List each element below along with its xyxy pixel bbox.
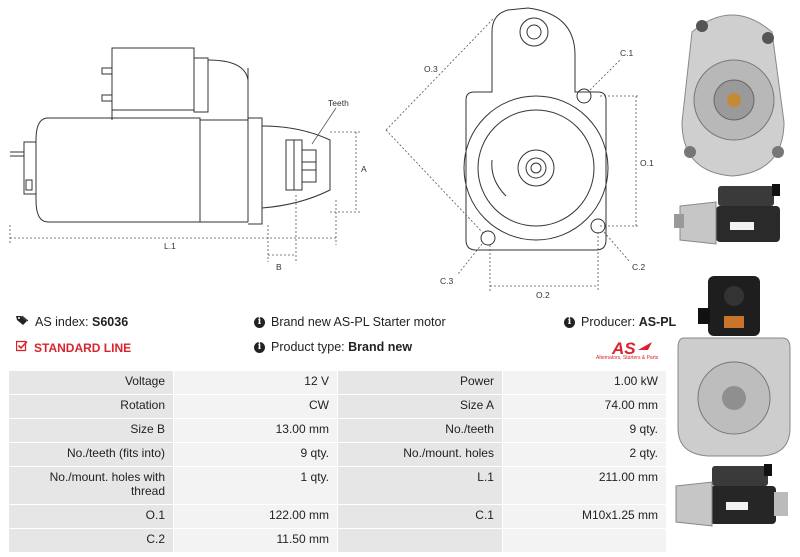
spec-label: Size B bbox=[8, 418, 174, 443]
standard-line-text: STANDARD LINE bbox=[34, 340, 132, 355]
spec-value: 9 qty. bbox=[173, 442, 338, 467]
as-pl-logo: AS bbox=[611, 339, 652, 358]
producer: i Producer: AS-PL bbox=[564, 315, 676, 329]
teeth-label: Teeth bbox=[328, 98, 349, 108]
dim-o1-label: O.1 bbox=[640, 158, 654, 168]
as-index-label: AS index: bbox=[35, 315, 89, 329]
producer-label: Producer: bbox=[581, 315, 636, 329]
product-type-label: Product type: bbox=[271, 340, 345, 354]
producer-value: AS-PL bbox=[638, 315, 677, 329]
standard-line: STANDARD LINE bbox=[15, 340, 132, 355]
dim-c1-label: C.1 bbox=[620, 48, 634, 58]
spec-label: Size A bbox=[336, 394, 503, 419]
spec-label: Power bbox=[336, 370, 503, 395]
spec-value: 2 qty. bbox=[501, 442, 668, 467]
product-type: i Product type: Brand new bbox=[254, 340, 412, 354]
spec-label: C.2 bbox=[8, 528, 174, 553]
front-view bbox=[463, 7, 609, 251]
spec-label: No./teeth (fits into) bbox=[8, 442, 174, 467]
spec-value: M10x1.25 mm bbox=[501, 504, 668, 529]
spec-value: 122.00 mm bbox=[173, 504, 338, 529]
spec-value: CW bbox=[173, 394, 338, 419]
product-photo-front[interactable] bbox=[672, 2, 798, 184]
logo-tagline: Alternators, Starters & Parts bbox=[596, 355, 659, 361]
dim-c2-label: C.2 bbox=[632, 262, 646, 272]
spec-label: No./mount. holes with thread bbox=[8, 466, 174, 505]
spec-value: 1 qty. bbox=[173, 466, 338, 505]
logo-mark: AS bbox=[611, 339, 636, 358]
dim-o2-label: O.2 bbox=[536, 290, 550, 300]
spec-label bbox=[336, 528, 503, 553]
product-type-value: Brand new bbox=[348, 340, 413, 354]
technical-drawing: Teeth A L.1 B O.3 C.1 O.1 C.2 C.3 O.2 bbox=[9, 7, 654, 300]
as-index-value: S6036 bbox=[92, 315, 129, 329]
dimension-lines bbox=[9, 17, 640, 292]
spec-label: C.1 bbox=[336, 504, 503, 529]
product-photo-rear[interactable] bbox=[672, 268, 798, 460]
spec-label: Voltage bbox=[8, 370, 174, 395]
teeth-leader bbox=[311, 107, 337, 145]
dim-b-label: B bbox=[276, 262, 282, 272]
info-icon: i bbox=[254, 341, 265, 353]
dim-l1-label: L.1 bbox=[164, 241, 176, 251]
spec-value bbox=[501, 528, 668, 553]
as-index: AS index: S6036 bbox=[16, 315, 128, 329]
product-photo-side[interactable] bbox=[672, 182, 798, 252]
spec-value: 12 V bbox=[173, 370, 338, 395]
checkbox-icon bbox=[15, 340, 28, 355]
spec-row: No./teeth (fits into)9 qty.No./mount. ho… bbox=[8, 442, 668, 467]
dim-a-label: A bbox=[361, 164, 367, 174]
dim-o3-label: O.3 bbox=[424, 64, 438, 74]
description-text: Brand new AS-PL Starter motor bbox=[271, 315, 446, 329]
product-photo-side-2[interactable] bbox=[672, 462, 798, 538]
product-description: i Brand new AS-PL Starter motor bbox=[254, 315, 446, 329]
spec-label: L.1 bbox=[336, 466, 503, 505]
spec-label: O.1 bbox=[8, 504, 174, 529]
product-photos bbox=[672, 0, 800, 557]
info-icon: i bbox=[564, 316, 575, 328]
spec-value: 9 qty. bbox=[501, 418, 668, 443]
spec-value: 211.00 mm bbox=[501, 466, 668, 505]
spec-value: 13.00 mm bbox=[173, 418, 338, 443]
dim-c3-label: C.3 bbox=[440, 276, 454, 286]
spec-label: No./mount. holes bbox=[336, 442, 503, 467]
spec-value: 1.00 kW bbox=[501, 370, 668, 395]
spec-value: 74.00 mm bbox=[501, 394, 668, 419]
spec-value: 11.50 mm bbox=[173, 528, 338, 553]
info-icon: i bbox=[254, 316, 265, 328]
tag-icon bbox=[16, 315, 29, 329]
spec-label: No./teeth bbox=[336, 418, 503, 443]
spec-label: Rotation bbox=[8, 394, 174, 419]
side-view bbox=[10, 47, 331, 225]
